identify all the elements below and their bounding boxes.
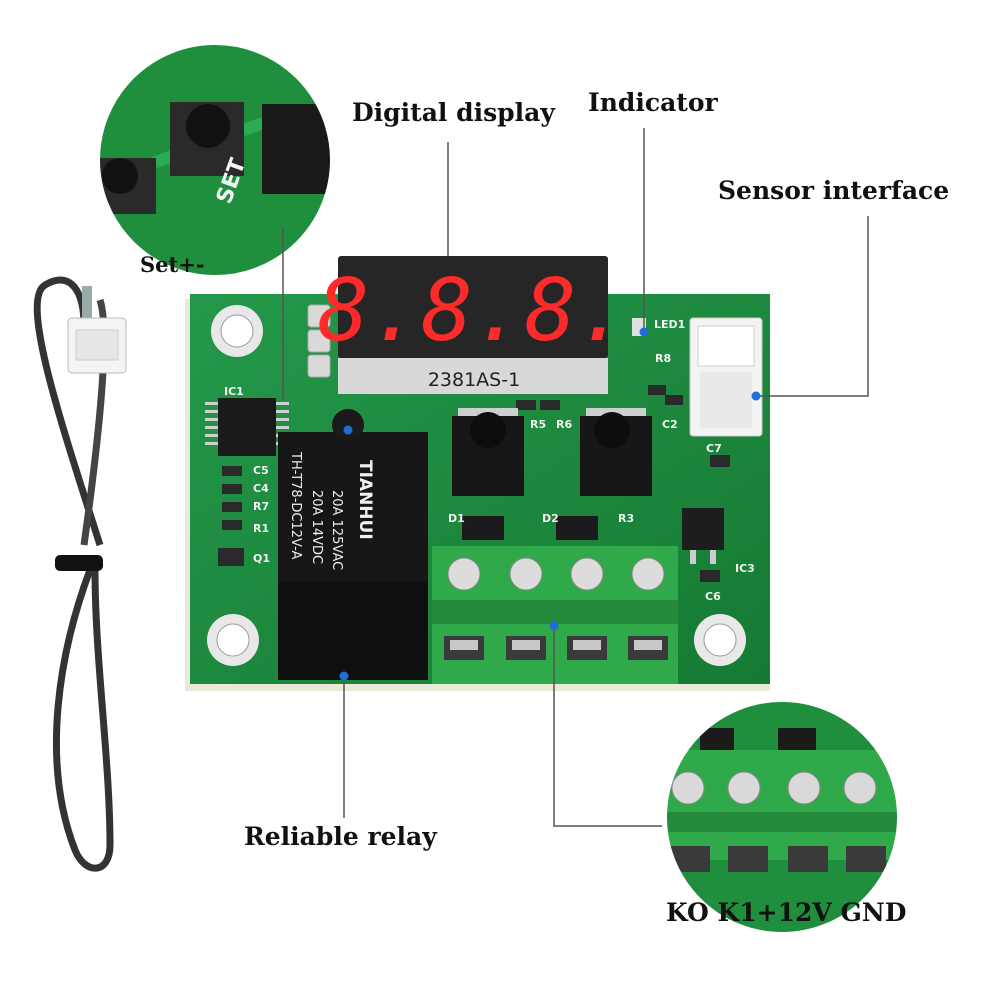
silkscreen-labels: IC1 C5 C4 R7 R1 Q1 R5 R6 C2 C7 D1 D2 R3 … — [224, 318, 755, 603]
silk-r6: R6 — [556, 418, 572, 431]
silk-d1: D1 — [448, 512, 465, 525]
label-terminals: KO K1+12V GND — [666, 898, 907, 927]
callout-dots — [339, 327, 761, 681]
terminal-block — [432, 546, 678, 684]
relay: TIANHUI 20A 125VAC 20A 14VDC TH-T78-DC12… — [278, 409, 428, 680]
silk-c6: C6 — [705, 590, 721, 603]
digital-display: 8.8.8. 2381AS-1 — [318, 256, 629, 394]
zoom-terminals — [661, 696, 903, 938]
silk-r8: R8 — [655, 352, 671, 365]
temperature-probe — [33, 276, 127, 872]
button-set-minus[interactable] — [452, 408, 524, 496]
label-reliable-relay: Reliable relay — [244, 822, 437, 851]
label-sensor-interface: Sensor interface — [718, 176, 950, 205]
display-part-number: 2381AS-1 — [428, 369, 520, 391]
relay-line-1: 20A 125VAC — [329, 490, 344, 570]
ic3-regulator — [682, 508, 724, 550]
silk-ic1: IC1 — [224, 385, 244, 398]
sensor-connector — [689, 317, 763, 437]
label-set-buttons: Set+- — [140, 252, 205, 277]
silk-r7: R7 — [253, 500, 269, 513]
display-digits: 8.8.8. — [318, 261, 629, 361]
silk-ic3: IC3 — [735, 562, 755, 575]
relay-line-3: TH-T78-DC12V-A — [288, 451, 303, 560]
relay-line-2: 20A 14VDC — [309, 490, 324, 564]
diode-d1 — [462, 516, 504, 540]
silk-c4: C4 — [253, 482, 269, 495]
pcb-board: IC1 C5 C4 R7 R1 Q1 R5 R6 C2 C7 D1 D2 R3 … — [185, 256, 770, 691]
probe-tip — [82, 286, 92, 326]
mounting-holes — [207, 305, 746, 666]
silk-d2: D2 — [542, 512, 559, 525]
silk-led1: LED1 — [654, 318, 685, 331]
silk-r5: R5 — [530, 418, 546, 431]
relay-brand: TIANHUI — [355, 460, 375, 540]
cable-tie — [55, 555, 103, 571]
callout-lines — [282, 128, 869, 827]
silk-q1: Q1 — [253, 552, 270, 565]
silk-r3: R3 — [618, 512, 634, 525]
zoom-set-buttons: SET — [94, 39, 336, 281]
label-digital-display: Digital display — [352, 98, 555, 127]
button-set-plus[interactable] — [580, 408, 652, 496]
label-indicator: Indicator — [588, 88, 718, 117]
silk-c2: C2 — [662, 418, 678, 431]
silk-c5: C5 — [253, 464, 269, 477]
silk-r1: R1 — [253, 522, 269, 535]
silk-c7: C7 — [706, 442, 722, 455]
diode-d2 — [556, 516, 598, 540]
ic1-chip — [218, 398, 276, 456]
